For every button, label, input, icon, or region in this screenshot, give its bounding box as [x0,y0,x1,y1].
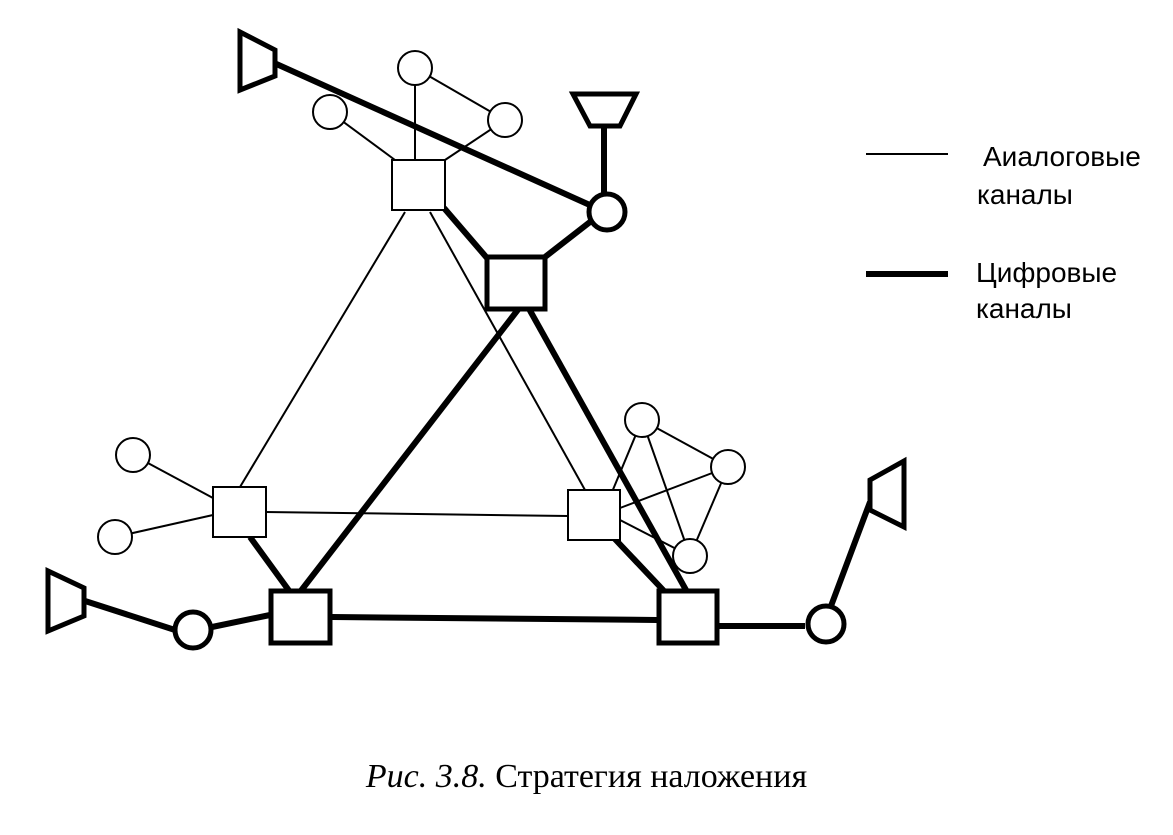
digital-link [297,305,523,594]
digital-subscriber-nodes [172,191,847,651]
analog-link [641,419,691,557]
bold-square-node [268,588,333,646]
digital-link [211,612,271,630]
circle-node [487,102,523,138]
circle-node [97,519,133,555]
terminal-icon [568,91,641,129]
digital-link [270,59,594,209]
analog-link [239,211,406,488]
figure-caption: Рис. 3.8. Стратегия наложения [0,758,1173,796]
analog-subscriber-nodes [97,50,746,574]
legend-digital-label-line1: Цифровые [976,257,1117,288]
circle-node [710,449,746,485]
digital-link [441,206,490,260]
terminals [45,27,907,635]
bold-circle-node [805,603,847,645]
circle-node [312,94,348,130]
digital-link [81,597,176,633]
circle-node [115,437,151,473]
square-node [212,486,267,538]
analog-link [429,211,586,491]
legend-digital-label-line2: каналы [976,293,1072,324]
terminal-icon [867,456,907,532]
circle-node [672,538,708,574]
legend-analog-label-line2: каналы [977,179,1073,210]
square-node [391,159,446,211]
legend-analog-label-line1: Аиалоговые [983,141,1141,172]
bold-square-node [484,254,548,312]
digital-links [81,59,873,633]
bold-circle-node [172,609,214,651]
analog-link [264,511,569,517]
circle-node [624,402,660,438]
bold-circle-node [586,191,628,233]
analog-links [114,67,729,557]
digital-link [247,535,293,594]
terminal-icon [45,567,87,635]
digital-link [610,534,668,595]
legend: Аиалоговые каналы Цифровые каналы [866,141,1141,324]
terminal-icon [237,27,278,94]
digital-link [543,219,592,260]
circle-node [397,50,433,86]
digital-switch-nodes [268,254,720,646]
bold-square-node [656,588,720,646]
figure-number: Рис. 3.8. [365,758,487,795]
square-node [567,489,621,541]
figure-title: Стратегия наложения [495,758,808,795]
analog-switch-nodes [212,159,621,541]
digital-link [331,614,658,623]
digital-link [525,305,689,592]
digital-link [828,500,873,608]
